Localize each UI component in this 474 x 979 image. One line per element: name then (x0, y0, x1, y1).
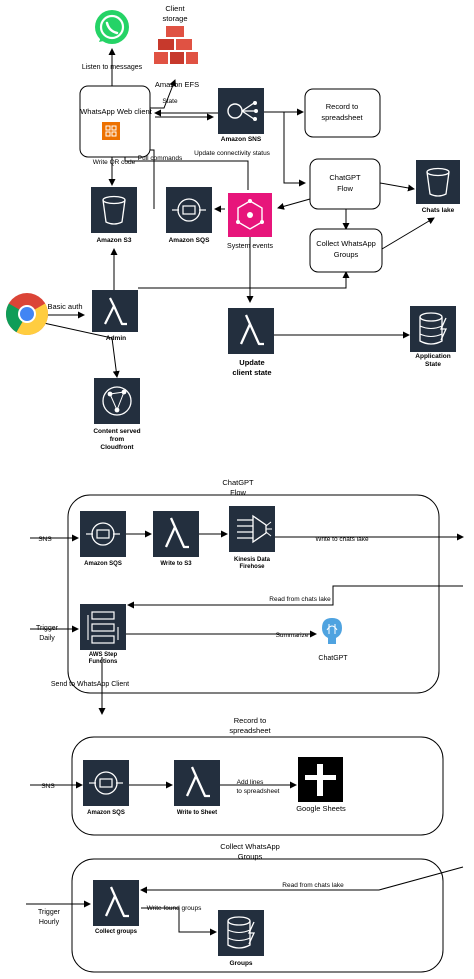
collect-section-title-2: Groups (238, 852, 263, 861)
collect-section-connectors (26, 866, 464, 936)
sns-icon (218, 88, 264, 134)
record-section-title-1: Record to (234, 716, 267, 725)
chatgpt-label: ChatGPT (318, 655, 348, 662)
chatgpt-section-connectors (30, 530, 464, 715)
chatgpt-flow-label-2: Flow (337, 184, 353, 193)
whatsapp-icon (95, 10, 129, 44)
lambda-icon (93, 880, 139, 926)
system-events-label: System events (227, 243, 273, 250)
kinesis-label-1: Kinesis Data (234, 557, 271, 563)
client-storage-label-2: storage (162, 14, 187, 23)
eventbridge-icon (228, 193, 272, 237)
admin-label: Admin (106, 335, 126, 342)
add-lines-label-2: to spreadsheet (236, 788, 279, 795)
chatgpt-section-frame (67, 494, 440, 694)
record-sns-label: SNS (41, 783, 55, 790)
record-box[interactable] (304, 88, 381, 138)
record-section-title-2: spreadsheet (229, 726, 271, 735)
cf-label-2: from (110, 436, 125, 443)
collect-read-label: Read from chats lake (282, 882, 344, 889)
listen-label: Listen to messages (82, 64, 143, 71)
sqs-icon (83, 760, 129, 806)
trigger-daily-label-1: Trigger (36, 625, 59, 632)
cf-label-1: Content served (93, 428, 140, 435)
collect-label-1: Collect WhatsApp (316, 239, 376, 248)
chatgpt-sqs-label: Amazon SQS (84, 561, 122, 567)
sns-input-label: SNS (38, 536, 52, 543)
update-connectivity-label: Update connectivity status (194, 150, 271, 157)
chatgpt-section-title-1: ChatGPT (222, 478, 254, 487)
amazon-efs-label: Amazon EFS (155, 80, 199, 89)
trigger-daily-label-2: Daily (39, 635, 55, 642)
whatsapp-client-box[interactable] (79, 85, 151, 158)
efs-icon (154, 26, 198, 64)
write-s3-label: Write to S3 (160, 561, 192, 567)
pull-commands-label: Pull commands (138, 155, 183, 162)
write-chats-lake-label: Write to chats lake (315, 536, 369, 543)
lambda-icon (174, 760, 220, 806)
step-functions-label-2: Functions (89, 659, 118, 665)
whatsapp-client-label: WhatsApp Web client (80, 107, 152, 116)
send-to-client-label: Send to WhatsApp Client (51, 681, 129, 688)
ec2-container-icon (102, 122, 120, 140)
s3-bucket-icon (416, 160, 460, 204)
groups-label: Groups (229, 960, 252, 967)
trigger-hourly-label-1: Trigger (38, 909, 61, 916)
record-sqs-label: Amazon SQS (87, 810, 125, 816)
trigger-hourly-label-2: Hourly (39, 919, 60, 926)
write-found-groups-label: Write found groups (147, 905, 203, 912)
record-section-frame (71, 736, 444, 836)
basic-auth-label: Basic auth (47, 302, 82, 311)
app-state-label-2: State (425, 361, 441, 368)
app-state-label-1: Application (415, 353, 450, 360)
step-functions-icon (80, 604, 126, 650)
cf-label-3: Cloudfront (100, 444, 134, 451)
step-functions-label-1: AWS Step (89, 652, 118, 658)
kinesis-label-2: Firehose (239, 564, 265, 570)
sqs-icon (166, 187, 212, 233)
lambda-icon (228, 308, 274, 354)
collect-groups-label: Collect groups (95, 929, 138, 935)
summarize-label: Summarize (276, 632, 309, 639)
dynamodb-icon (218, 910, 264, 956)
amazon-s3-label: Amazon S3 (96, 237, 131, 244)
lambda-icon (92, 290, 138, 332)
chatgpt-flow-box[interactable] (309, 158, 381, 210)
record-label-1: Record to (326, 102, 359, 111)
read-chats-lake-label-1: Read from chats lake (269, 596, 331, 603)
chatgpt-icon (322, 618, 342, 644)
write-qr-label: Write QR code (93, 159, 136, 166)
collect-section-title-1: Collect WhatsApp (220, 842, 280, 851)
write-sheet-label: Write to Sheet (177, 810, 217, 816)
update-state-label-2: client state (232, 368, 271, 377)
sqs-icon (80, 511, 126, 557)
collect-label-2: Groups (334, 250, 359, 259)
google-sheets-icon (298, 757, 343, 802)
chatgpt-section-title-2: Flow (230, 488, 246, 497)
kinesis-icon (229, 506, 275, 552)
collect-section-frame (71, 858, 444, 973)
google-sheets-label: Google Sheets (296, 804, 346, 813)
lambda-icon (153, 511, 199, 557)
amazon-sqs-label: Amazon SQS (169, 237, 210, 244)
record-label-2: spreadsheet (321, 113, 363, 122)
add-lines-label-1: Add lines (237, 779, 264, 786)
collect-groups-box[interactable] (309, 228, 383, 273)
cloudfront-icon (94, 378, 140, 424)
client-storage-label-1: Client (165, 4, 185, 13)
state-label: State (162, 98, 178, 105)
amazon-sns-label: Amazon SNS (221, 136, 262, 143)
chats-lake-label: Chats lake (422, 207, 455, 214)
dynamodb-icon (410, 306, 456, 352)
update-state-label-1: Update (239, 358, 264, 367)
chatgpt-flow-label-1: ChatGPT (329, 173, 361, 182)
chrome-icon (5, 293, 49, 336)
s3-bucket-icon (91, 187, 137, 233)
